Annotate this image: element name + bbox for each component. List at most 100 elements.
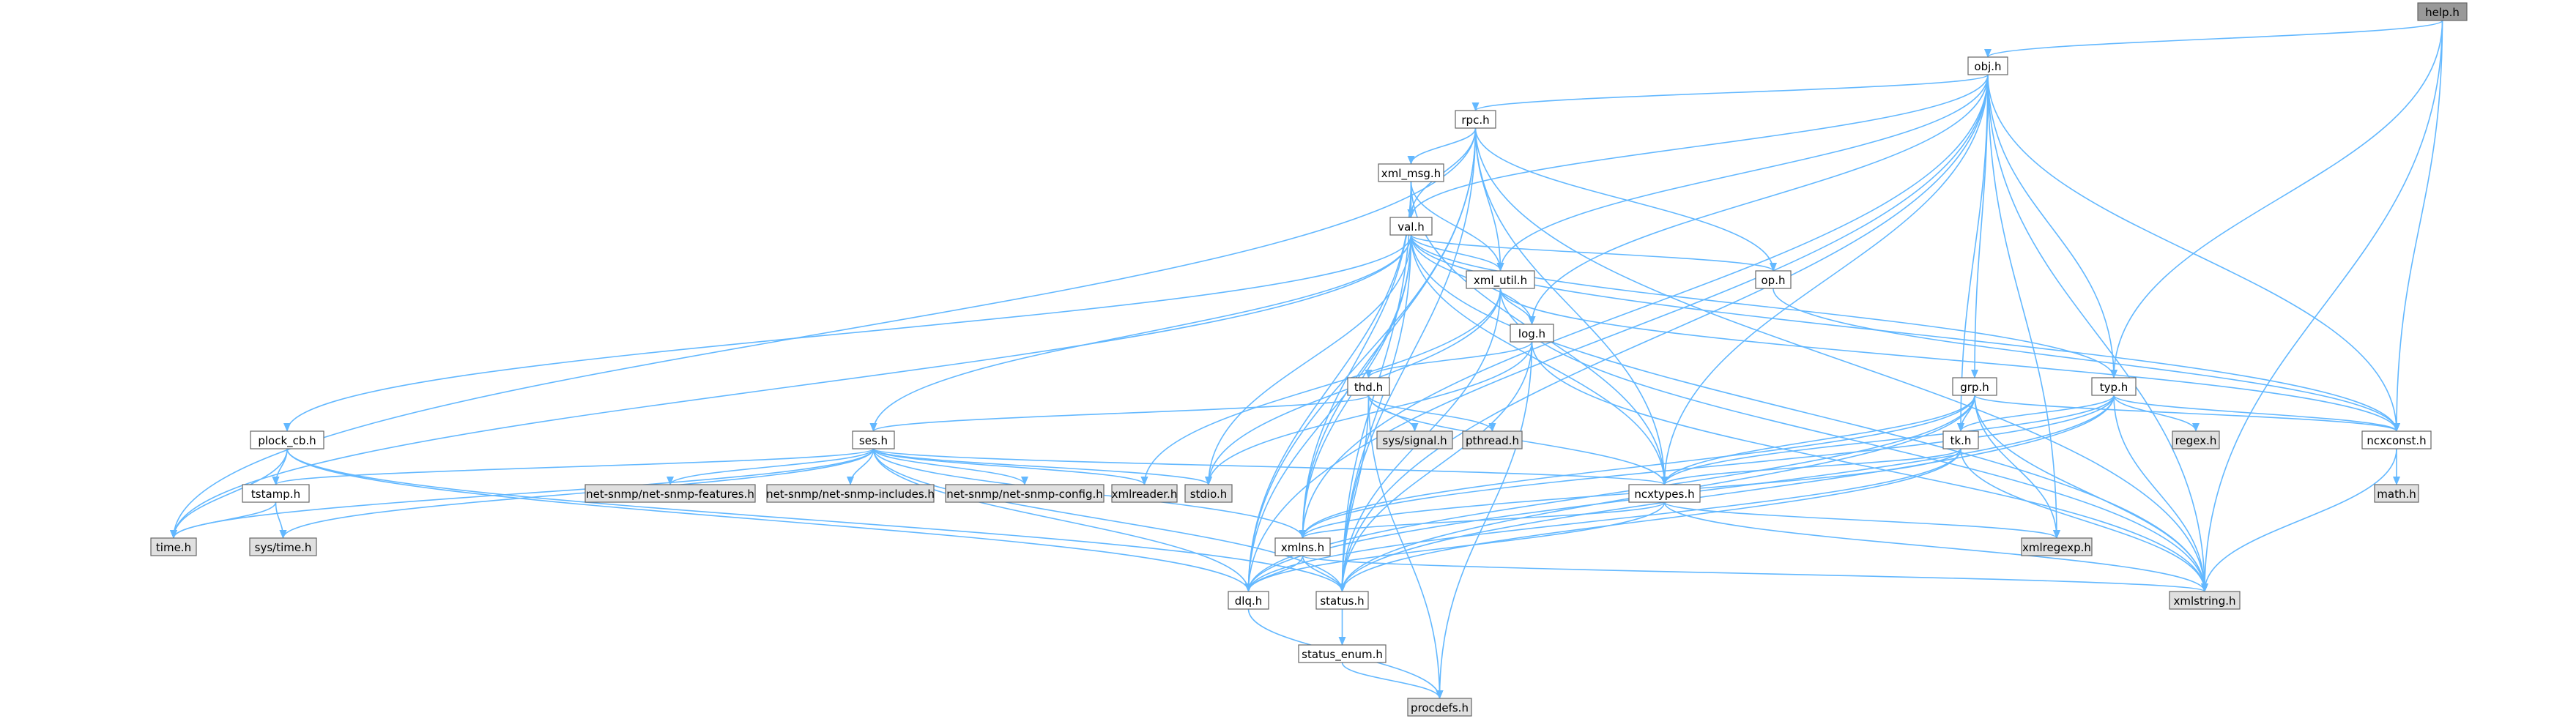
node-label: math.h: [2377, 488, 2416, 501]
edge-xml_msg-to-xml_util: [1410, 181, 1504, 272]
node-thd[interactable]: thd.h: [1347, 377, 1390, 396]
edge-xml_msg-to-xmlns: [1299, 181, 1412, 539]
node-val[interactable]: val.h: [1389, 217, 1433, 236]
edge-val-to-dlq: [1244, 234, 1412, 592]
edge-help-to-obj: [1984, 20, 2443, 58]
edge-val-to-op: [1410, 234, 1777, 272]
node-label: xmlstring.h: [2174, 594, 2236, 608]
edge-tstamp-to-time: [170, 501, 277, 539]
node-box: [2021, 537, 2093, 556]
node-box: [1407, 698, 1472, 717]
edge-ncxtypes-to-xmlstring: [1663, 501, 2208, 592]
node-label: dlq.h: [1235, 594, 1263, 608]
node-time: time.h: [150, 537, 197, 556]
node-ncxconst[interactable]: ncxconst.h: [2361, 430, 2432, 449]
node-plock-cb[interactable]: plock_cb.h: [250, 430, 324, 449]
edge-rpc-to-ncxtypes: [1474, 127, 1669, 485]
node-box: [1628, 484, 1701, 503]
node-box: [1510, 324, 1554, 343]
edge-ses-to-snmp_features: [667, 448, 875, 485]
node-xml-util[interactable]: xml_util.h: [1466, 270, 1535, 289]
node-obj[interactable]: obj.h: [1967, 56, 2008, 75]
node-help: help.h: [2417, 2, 2468, 21]
node-label: sys/time.h: [255, 541, 312, 554]
edge-ses-to-status: [872, 448, 1346, 592]
node-sys-signal: sys/signal.h: [1376, 430, 1453, 449]
node-box: [1455, 110, 1496, 129]
node-rpc[interactable]: rpc.h: [1455, 110, 1496, 129]
edge-thd-to-procdefs: [1367, 395, 1444, 699]
node-label: val.h: [1398, 220, 1425, 234]
node-box: [1347, 377, 1390, 396]
edge-xmlns-to-status: [1302, 555, 1346, 592]
edge-obj-to-xmlstring: [1987, 74, 2208, 592]
edge-xml_util-to-ncxconst: [1499, 288, 2400, 432]
edge-log-to-status: [1338, 341, 1533, 592]
node-dlq[interactable]: dlq.h: [1228, 591, 1269, 610]
file-nodes: help.h obj.h rpc.h xml_msg.h val.h xml_util.h…: [150, 2, 2468, 717]
edge-val-to-ncxconst: [1410, 234, 2400, 432]
node-status-enum[interactable]: status_enum.h: [1298, 644, 1387, 663]
edge-rpc-to-dlq: [1244, 127, 1477, 592]
node-box: [2091, 377, 2137, 396]
node-label: net-snmp/net-snmp-features.h: [586, 488, 754, 501]
node-label: regex.h: [2175, 434, 2217, 447]
node-typ[interactable]: typ.h: [2091, 377, 2137, 396]
edge-tk-to-ncxtypes: [1660, 448, 1961, 485]
node-label: status.h: [1320, 594, 1364, 608]
node-box: [1389, 217, 1433, 236]
node-label: xml_msg.h: [1381, 167, 1441, 181]
edge-typ-to-ncxconst: [2113, 395, 2400, 432]
node-box: [1184, 484, 1233, 503]
edge-val-to-ses: [869, 234, 1412, 432]
edge-op-to-ncxconst: [1773, 288, 2400, 432]
edge-rpc-to-status: [1338, 127, 1477, 592]
node-xmlns[interactable]: xmlns.h: [1274, 537, 1331, 556]
edge-obj-to-log: [1528, 74, 1989, 325]
edge-help-to-xmlstring: [2201, 20, 2443, 592]
edge-val-to-plock_cb: [283, 234, 1412, 432]
edge-val-to-status: [1338, 234, 1412, 592]
node-box: [1967, 56, 2008, 75]
node-sys-time: sys/time.h: [249, 537, 317, 556]
node-label: sys/signal.h: [1382, 434, 1447, 447]
node-ses[interactable]: ses.h: [852, 430, 895, 449]
node-box: [1298, 644, 1387, 663]
dependency-edges: [170, 20, 2443, 699]
edge-ncxtypes-to-xmlns: [1299, 501, 1666, 539]
node-xmlstring: xmlstring.h: [2169, 591, 2241, 610]
node-label: help.h: [2425, 6, 2460, 19]
edge-ses-to-tstamp: [272, 448, 875, 485]
node-box: [249, 537, 317, 556]
node-xml-msg[interactable]: xml_msg.h: [1378, 163, 1444, 182]
node-log[interactable]: log.h: [1510, 324, 1554, 343]
node-label: thd.h: [1354, 381, 1383, 394]
edge-help-to-typ: [2110, 20, 2443, 378]
node-snmp-config: net-snmp/net-snmp-config.h: [945, 484, 1105, 503]
node-box: [1228, 591, 1269, 610]
node-label: pthread.h: [1466, 434, 1519, 447]
edge-tstamp-to-sys_time: [275, 501, 287, 539]
edge-ses-to-ncxtypes: [872, 448, 1668, 485]
node-label: status_enum.h: [1302, 648, 1383, 662]
edge-ses-to-sys_time: [279, 448, 875, 539]
node-box: [1378, 163, 1444, 182]
node-status[interactable]: status.h: [1315, 591, 1369, 610]
node-box: [242, 484, 310, 503]
node-tk[interactable]: tk.h: [1942, 430, 1979, 449]
node-op[interactable]: op.h: [1755, 270, 1792, 289]
node-grp[interactable]: grp.h: [1952, 377, 1997, 396]
node-tstamp[interactable]: tstamp.h: [242, 484, 310, 503]
node-label: xmlns.h: [1281, 541, 1324, 554]
edge-obj-to-ncxtypes: [1660, 74, 1989, 485]
node-label: net-snmp/net-snmp-includes.h: [766, 488, 935, 501]
node-ncxtypes[interactable]: ncxtypes.h: [1628, 484, 1701, 503]
edge-typ-to-xmlstring: [2113, 395, 2208, 592]
edge-obj-to-tk: [1957, 74, 1989, 432]
edge-ncxconst-to-xmlstring: [2201, 448, 2397, 592]
edge-typ-to-xmlns: [1299, 395, 2115, 539]
node-box: [2361, 430, 2432, 449]
edge-rpc-to-xml_msg: [1407, 127, 1477, 165]
node-label: ses.h: [859, 434, 888, 447]
